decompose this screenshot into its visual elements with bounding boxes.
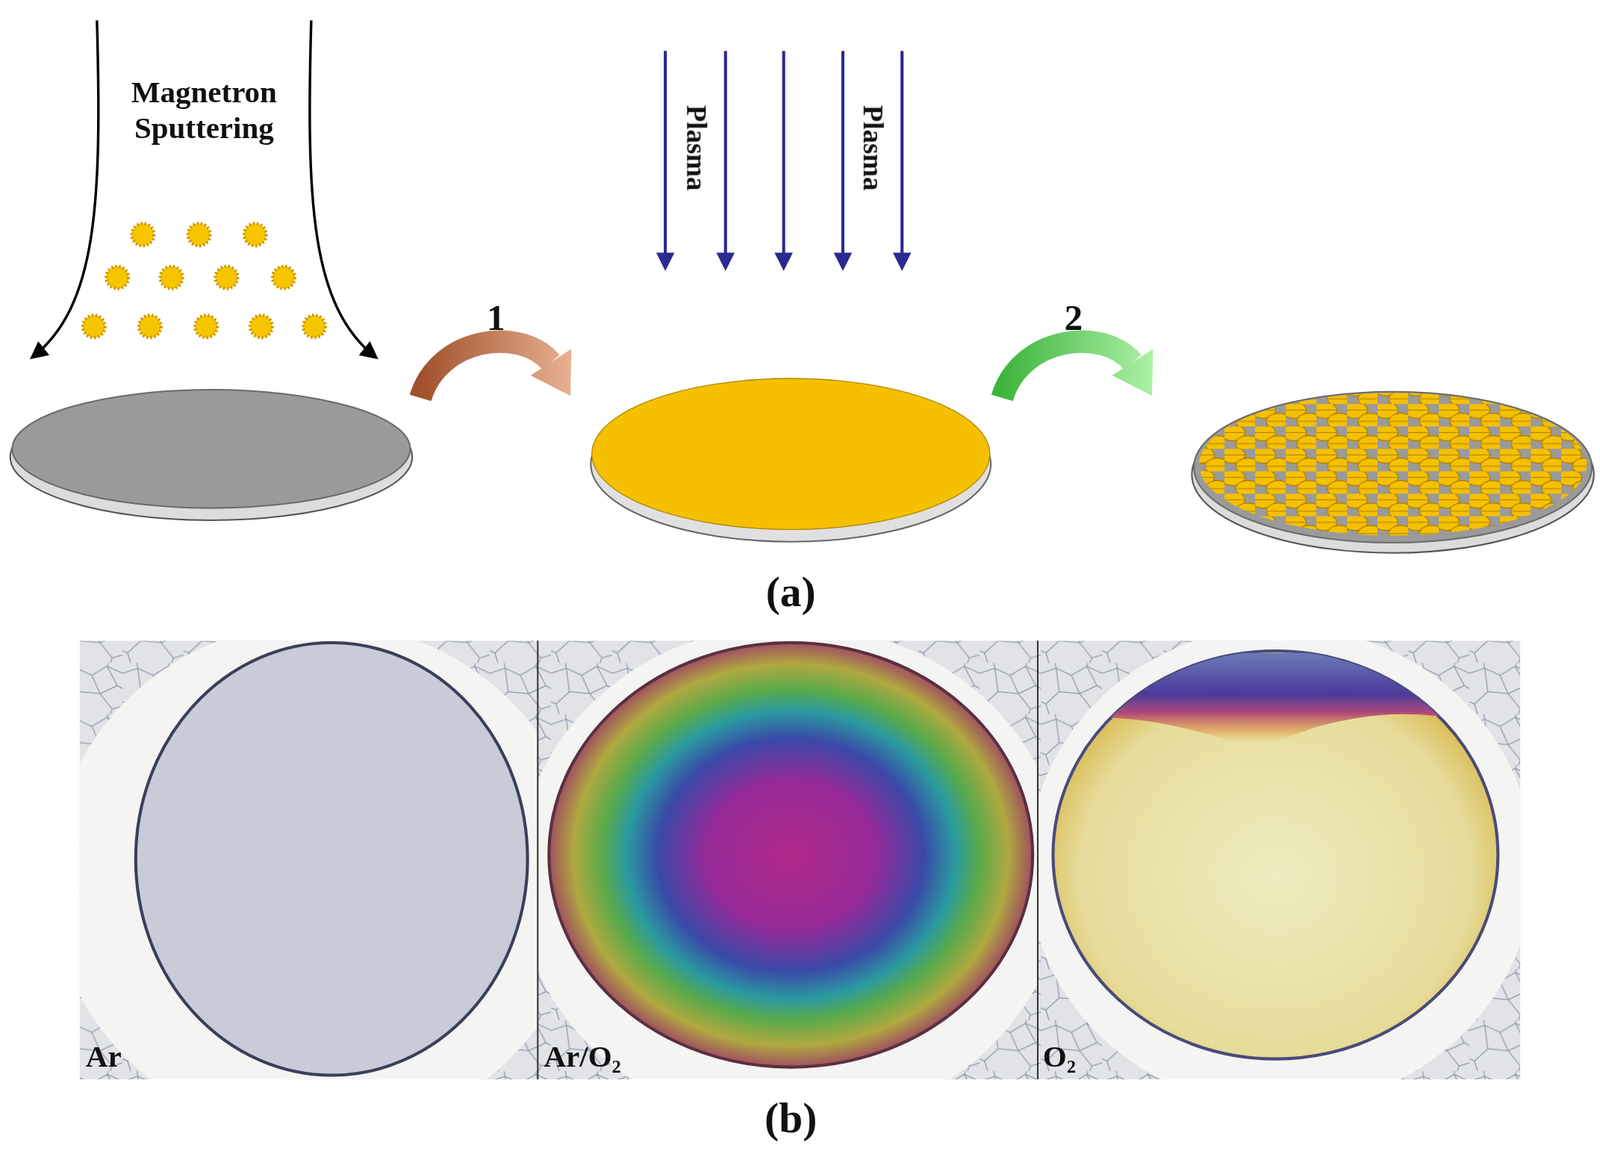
- gas-label: O₂: [1043, 1039, 1076, 1075]
- step-number: 1: [486, 297, 506, 340]
- step-number: 2: [1063, 297, 1083, 340]
- panel-label: (b): [764, 1093, 817, 1144]
- process-title: Magnetron Sputtering: [91, 74, 317, 145]
- panel-label: (a): [766, 567, 817, 617]
- plasma-label: Plasma: [856, 100, 888, 195]
- gas-label: Ar/O₂: [543, 1039, 621, 1075]
- plasma-label: Plasma: [680, 100, 712, 195]
- gas-label: Ar: [85, 1039, 122, 1075]
